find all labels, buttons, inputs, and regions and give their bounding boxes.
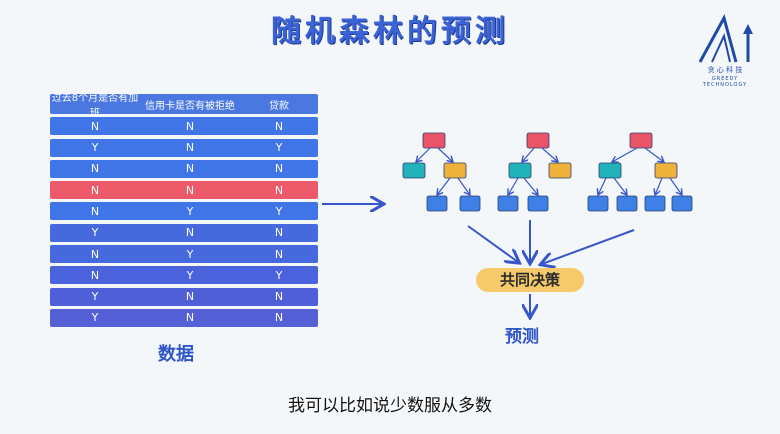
table-cell: Y bbox=[91, 226, 99, 240]
logo-en-text: GREEDY TECHNOLOGY bbox=[702, 76, 748, 88]
tree-edge bbox=[612, 147, 638, 162]
tree-inner-node bbox=[508, 162, 532, 179]
table-cell: N bbox=[90, 162, 100, 176]
table-cell: N bbox=[274, 247, 284, 261]
tree-leaf-node bbox=[587, 195, 609, 212]
table-cell: N bbox=[274, 226, 284, 240]
table-cell: Y bbox=[275, 268, 283, 282]
tree-edge bbox=[437, 177, 451, 195]
tree-edge bbox=[523, 177, 538, 195]
table-cell: N bbox=[185, 119, 195, 133]
table-cell: Y bbox=[91, 311, 99, 325]
column-header-loan: 贷款 bbox=[269, 100, 289, 112]
tree-inner-node bbox=[654, 162, 678, 179]
tree-root-node bbox=[526, 132, 550, 149]
tree3-vote-arrow bbox=[542, 229, 635, 264]
column-header-credit: 信用卡是否有被拒绝 bbox=[145, 100, 235, 112]
slide-title: 随机森林的预测 bbox=[271, 14, 509, 49]
predict-label: 预测 bbox=[505, 327, 539, 347]
tree-leaf-node bbox=[426, 195, 448, 212]
table-cell: N bbox=[185, 226, 195, 240]
tree-inner-node bbox=[402, 162, 426, 179]
tree-inner-node bbox=[598, 162, 622, 179]
tree-edge bbox=[613, 177, 627, 195]
subtitle-caption: 我可以比如说少数服从多数 bbox=[288, 396, 492, 416]
table-cell: N bbox=[185, 311, 195, 325]
table-cell: Y bbox=[91, 290, 99, 304]
tree-root-node bbox=[629, 132, 653, 149]
table-cell: N bbox=[185, 183, 195, 197]
table-cell: N bbox=[90, 247, 100, 261]
table-cell: N bbox=[90, 268, 100, 282]
tree-inner-node bbox=[443, 162, 467, 179]
table-cell: N bbox=[185, 141, 195, 155]
table-cell: Y bbox=[91, 141, 99, 155]
table-cell: N bbox=[90, 119, 100, 133]
tree-edge bbox=[541, 147, 558, 162]
tree-edge bbox=[655, 177, 663, 195]
joint-decision-label: 共同决策 bbox=[476, 268, 584, 292]
tree-leaf-node bbox=[616, 195, 638, 212]
tree-edge bbox=[598, 177, 607, 195]
table-cell: N bbox=[185, 290, 195, 304]
tree-edge bbox=[416, 147, 431, 162]
table-cell: N bbox=[185, 162, 195, 176]
tree-leaf-node bbox=[459, 195, 481, 212]
tree-inner-node bbox=[548, 162, 572, 179]
tree-leaf-node bbox=[644, 195, 666, 212]
greedy-logo: 贪 心 科 技 GREEDY TECHNOLOGY bbox=[690, 10, 770, 88]
table-cell: Y bbox=[186, 268, 194, 282]
table-cell: Y bbox=[186, 204, 194, 218]
table-cell: Y bbox=[275, 141, 283, 155]
tree-edge bbox=[457, 177, 470, 195]
tree-leaf-node bbox=[671, 195, 693, 212]
data-label: 数据 bbox=[158, 344, 194, 365]
tree-edge bbox=[644, 147, 664, 162]
tree-edge bbox=[508, 177, 519, 195]
logo-cn-text: 贪 心 科 技 bbox=[707, 66, 743, 74]
table-cell: N bbox=[90, 204, 100, 218]
table-cell: N bbox=[274, 162, 284, 176]
tree-leaf-node bbox=[497, 195, 519, 212]
table-cell: N bbox=[90, 183, 100, 197]
tree-root-node bbox=[422, 132, 446, 149]
logo-mark-icon bbox=[698, 14, 753, 63]
tree-leaf-node bbox=[527, 195, 549, 212]
tree-edge bbox=[437, 147, 453, 162]
table-cell: N bbox=[274, 183, 284, 197]
table-cell: N bbox=[274, 119, 284, 133]
tree-edge bbox=[522, 147, 535, 162]
table-header: 过去8个月是否有加班 信用卡是否有被拒绝 贷款 bbox=[50, 93, 318, 119]
column-header-overtime: 过去8个月是否有加班 bbox=[51, 93, 139, 119]
table-cell: N bbox=[274, 290, 284, 304]
table-cell: Y bbox=[275, 204, 283, 218]
table-cell: Y bbox=[186, 247, 194, 261]
tree-edge bbox=[669, 177, 682, 195]
tree1-vote-arrow bbox=[467, 225, 518, 262]
table-cell: N bbox=[274, 311, 284, 325]
